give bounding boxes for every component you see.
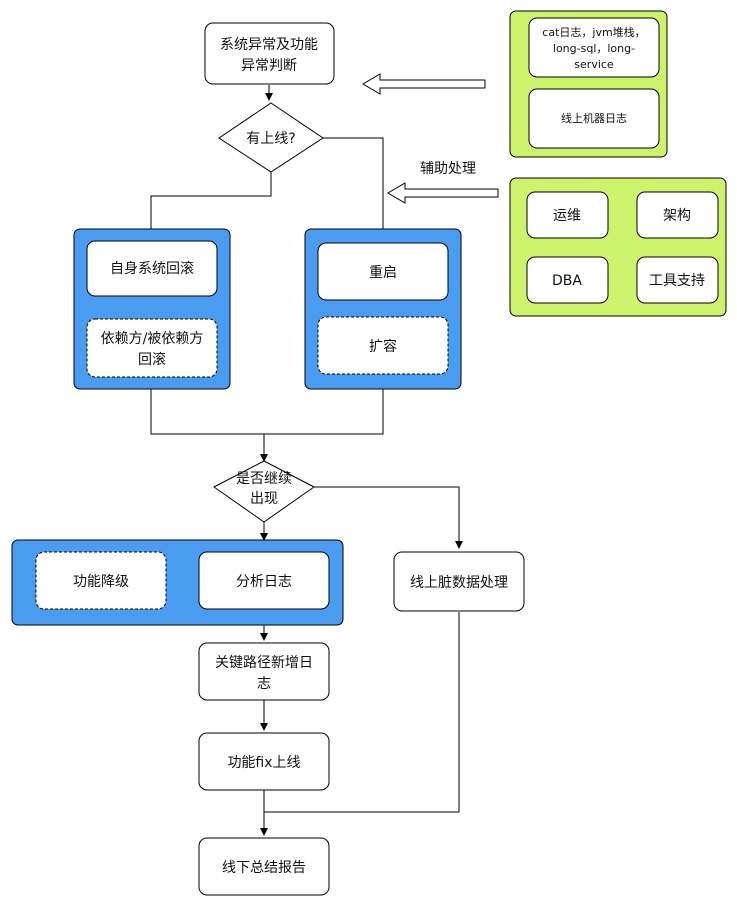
restart-panel: 重启 扩容	[304, 228, 462, 390]
scale-out-box[interactable]: 扩容	[317, 316, 449, 375]
start-node[interactable]: 系统异常及功能 异常判断	[204, 22, 335, 85]
scale-out-label: 扩容	[369, 338, 397, 355]
sources-logs-box[interactable]: cat日志，jvm堆栈， long-sql，long- service	[528, 17, 660, 78]
edge-decision-to-restart	[323, 137, 384, 230]
restart-label: 重启	[369, 265, 397, 281]
degrade-box[interactable]: 功能降级	[35, 551, 167, 610]
assist-ops-label: 运维	[553, 208, 581, 224]
assist-label: 辅助处理	[420, 161, 476, 177]
sources-arrow-icon	[362, 73, 486, 95]
dirty-data-label: 线上脏数据处理	[410, 575, 508, 591]
decision-online[interactable]: 有上线?	[218, 102, 324, 173]
assist-panel: 运维 架构 DBA 工具支持	[509, 177, 727, 317]
assist-tools-label: 工具支持	[649, 273, 705, 289]
rollback-panel: 自身系统回滚 依赖方/被依赖方 回滚	[73, 228, 231, 390]
analyze-logs-box[interactable]: 分析日志	[198, 551, 330, 610]
sources-logs-line2: long-sql，long-	[553, 42, 635, 55]
assist-ops-box[interactable]: 运维	[526, 191, 609, 239]
sources-logs-line1: cat日志，jvm堆栈，	[542, 25, 645, 39]
sources-logs-line3: service	[574, 58, 614, 71]
add-logs-line2: 志	[257, 676, 271, 692]
self-rollback-label: 自身系统回滚	[110, 260, 194, 277]
fix-release-box[interactable]: 功能fix上线	[198, 732, 330, 791]
assist-tools-box[interactable]: 工具支持	[636, 256, 719, 304]
dep-rollback-line2: 回滚	[138, 351, 166, 368]
dirty-data-box[interactable]: 线上脏数据处理	[393, 551, 525, 612]
assist-dba-box[interactable]: DBA	[526, 256, 609, 304]
decision-recur-line2: 出现	[250, 491, 278, 507]
add-logs-line1: 关键路径新增日	[215, 655, 313, 671]
assist-arch-label: 架构	[663, 208, 691, 224]
sources-machine-logs-label: 线上机器日志	[561, 111, 627, 125]
edge-dirty-to-report	[264, 612, 460, 813]
start-node-line2: 异常判断	[241, 58, 297, 74]
connectors	[150, 85, 463, 836]
dep-rollback-box[interactable]: 依赖方/被依赖方 回滚	[86, 318, 218, 378]
degrade-label: 功能降级	[73, 574, 129, 590]
analyze-logs-label: 分析日志	[236, 574, 292, 590]
decision-recur-line1: 是否继续	[236, 470, 292, 487]
assist-dba-label: DBA	[552, 273, 582, 289]
assist-arrow-icon	[387, 182, 499, 204]
report-box[interactable]: 线下总结报告	[198, 837, 330, 896]
dep-rollback-line1: 依赖方/被依赖方	[101, 331, 204, 347]
start-node-line1: 系统异常及功能	[220, 37, 318, 53]
degrade-panel: 功能降级 分析日志	[11, 539, 344, 626]
restart-box[interactable]: 重启	[317, 242, 449, 301]
edge-decision-to-rollback	[150, 172, 272, 230]
report-label: 线下总结报告	[222, 860, 306, 876]
decision-recur[interactable]: 是否继续 出现	[213, 460, 315, 523]
add-logs-box[interactable]: 关键路径新增日 志	[198, 642, 330, 701]
edge-merge-branches	[150, 389, 384, 435]
assist-arch-box[interactable]: 架构	[636, 191, 719, 239]
fix-release-label: 功能fix上线	[227, 755, 300, 771]
decision-online-label: 有上线?	[246, 131, 295, 147]
sources-machine-logs-box[interactable]: 线上机器日志	[528, 88, 660, 149]
edge-recur-to-dirty	[314, 486, 463, 549]
self-rollback-box[interactable]: 自身系统回滚	[86, 240, 218, 297]
sources-panel: cat日志，jvm堆栈， long-sql，long- service 线上机器…	[509, 10, 668, 158]
